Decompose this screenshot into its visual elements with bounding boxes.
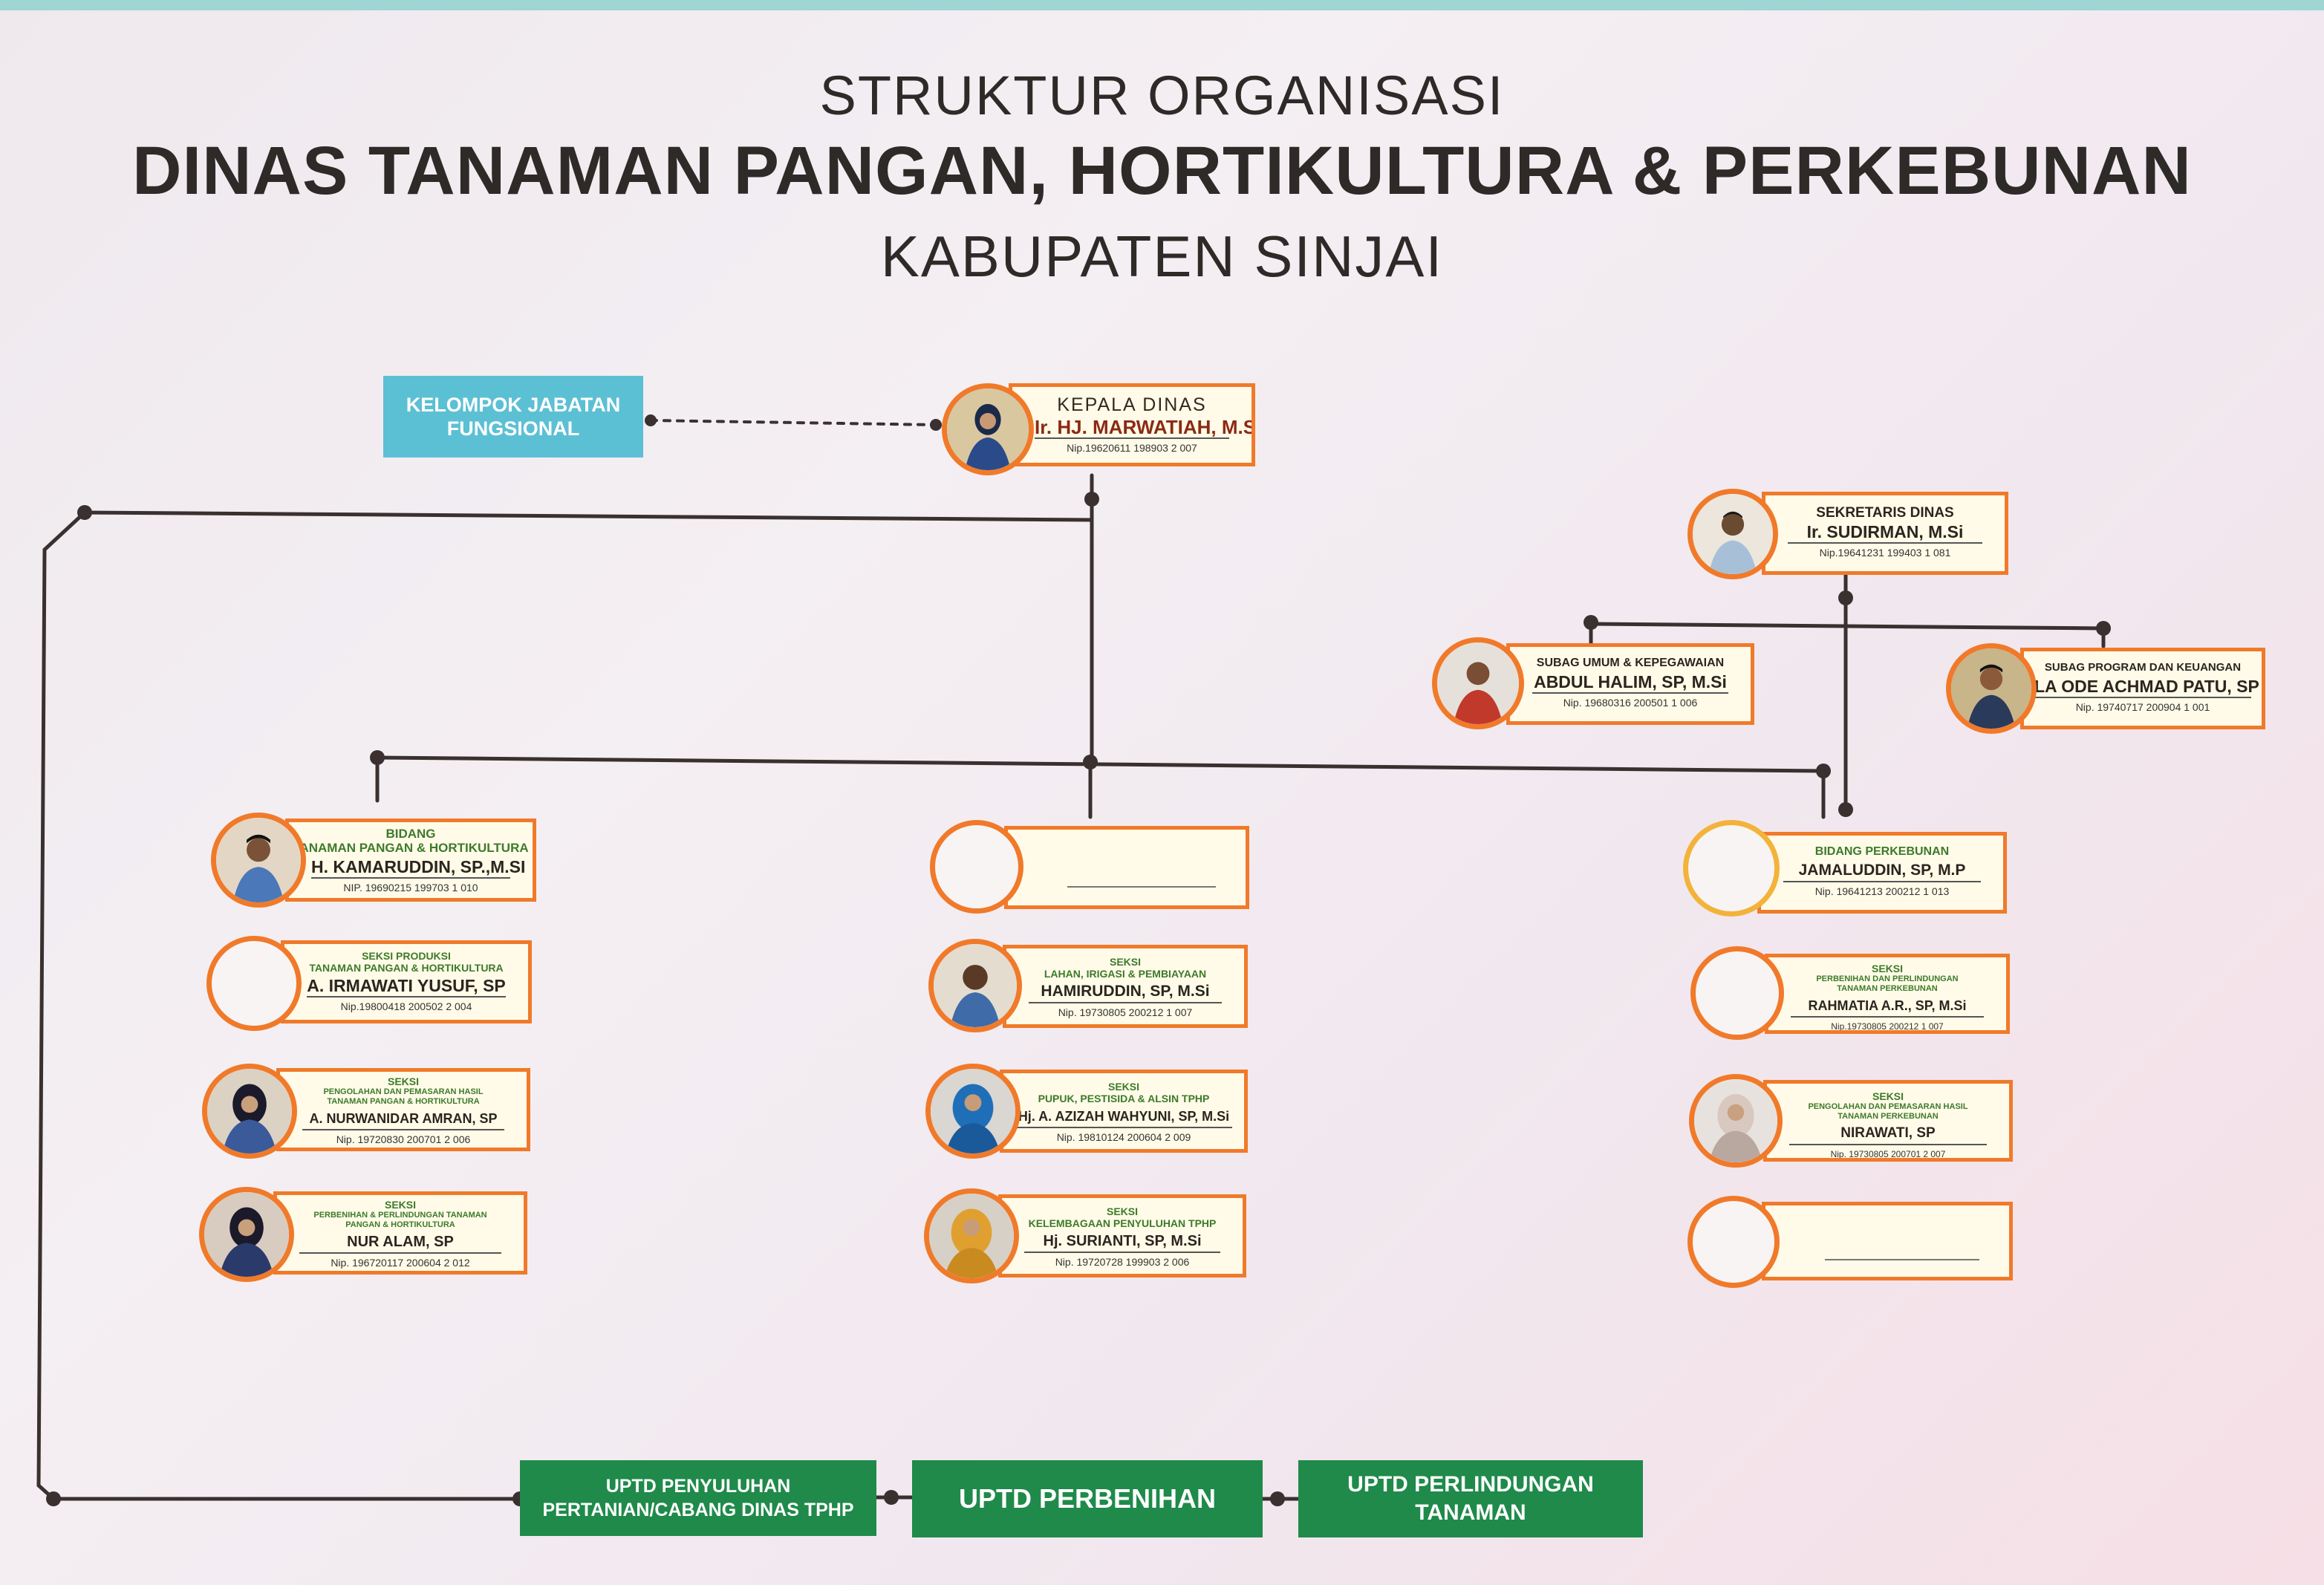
bidang-perkebunan-name: JAMALUDDIN, SP, M.P	[1783, 860, 1981, 882]
seksi-nip: Nip. 19720830 200701 2 006	[336, 1133, 471, 1145]
seksi-tengah-1-photo	[928, 939, 1022, 1032]
kepala-nip: Nip.19620611 198903 2 007	[1067, 442, 1197, 454]
seksi-role1: SEKSI	[1106, 1205, 1138, 1217]
seksi-role1: SEKSI	[1872, 1090, 1904, 1102]
bidang-tph-role1: BIDANG	[385, 827, 436, 841]
seksi-role2: KELEMBAGAAN PENYULUHAN TPHP	[1028, 1217, 1217, 1229]
seksi-role2: PENGOLAHAN DAN PEMASARAN HASIL TANAMAN P…	[1808, 1102, 1968, 1121]
seksi-role2: PENGOLAHAN DAN PEMASARAN HASIL TANAMAN P…	[323, 1087, 484, 1106]
seksi-role2: PERBENIHAN & PERLINDUNGAN TANAMAN PANGAN…	[313, 1211, 487, 1229]
seksi-role1: SEKSI	[1109, 956, 1141, 968]
blank-name-line	[1067, 886, 1216, 888]
seksi-perkebunan-1-photo-blank	[1690, 946, 1784, 1040]
bidang-tengah-photo-blank	[930, 820, 1023, 914]
kepala-name: Ir. HJ. MARWATIAH, M.SI	[1035, 416, 1255, 439]
seksi-name: A. IRMAWATI YUSUF, SP	[307, 975, 506, 997]
seksi-nip: Nip. 196720117 200604 2 012	[331, 1257, 470, 1269]
person-avatar-icon	[1437, 642, 1519, 724]
jabatan-line1: KELOMPOK JABATAN	[406, 394, 621, 416]
uptd-perlindungan-box: UPTD PERLINDUNGAN TANAMAN	[1298, 1460, 1643, 1537]
subag-umum-photo	[1432, 637, 1524, 729]
seksi-role1: SEKSI	[1871, 963, 1903, 974]
bidang-tph-name: H. KAMARUDDIN, SP.,M.SI	[311, 856, 525, 879]
subag-umum-name: ABDUL HALIM, SP, M.Si	[1532, 671, 1728, 694]
seksi-role1: SEKSI	[384, 1199, 416, 1211]
seksi-name: Hj. SURIANTI, SP, M.Si	[1024, 1231, 1220, 1253]
top-band	[0, 0, 2324, 10]
seksi-role2: PUPUK, PESTISIDA & ALSIN TPHP	[1038, 1093, 1210, 1104]
seksi-role1: SEKSI PRODUKSI	[362, 950, 451, 962]
seksi-name: RAHMATIA A.R., SP, M.Si	[1791, 995, 1984, 1018]
seksi-name: Hj. A. AZIZAH WAHYUNI, SP, M.Si	[1015, 1106, 1232, 1128]
seksi-role2: LAHAN, IRIGASI & PEMBIAYAAN	[1044, 968, 1207, 980]
seksi-name: NUR ALAM, SP	[299, 1231, 501, 1254]
uptd-penyuluhan-box: UPTD PENYULUHAN PERTANIAN/CABANG DINAS T…	[520, 1460, 876, 1536]
bidang-perkebunan-role: BIDANG PERKEBUNAN	[1814, 845, 1950, 858]
kepala-photo	[942, 383, 1034, 475]
sekretaris-photo	[1687, 489, 1778, 579]
person-avatar-icon	[1694, 1079, 1777, 1162]
blank-name-line	[1825, 1259, 1979, 1260]
person-avatar-icon	[929, 1194, 1014, 1278]
uptd-line2: PERTANIAN/CABANG DINAS TPHP	[542, 1500, 854, 1520]
seksi-perkebunan-2-photo	[1689, 1074, 1783, 1168]
seksi-tph-1-photo-blank	[206, 936, 302, 1031]
seksi-nip: Nip.19730805 200212 1 007	[1831, 1021, 1944, 1032]
seksi-nip: Nip.19800418 200502 2 004	[340, 1000, 472, 1012]
kepala-role: KEPALA DINAS	[1057, 394, 1207, 415]
uptd-line1: UPTD PERLINDUNGAN	[1347, 1472, 1594, 1497]
person-avatar-icon	[931, 1069, 1015, 1153]
seksi-nip: Nip. 19720728 199903 2 006	[1055, 1256, 1190, 1268]
seksi-role2: TANAMAN PANGAN & HORTIKULTURA	[309, 962, 504, 974]
subag-program-nip: Nip. 19740717 200904 1 001	[2075, 701, 2210, 713]
seksi-nip: Nip. 19730805 200701 2 007	[1830, 1149, 1946, 1159]
bidang-tph-nip: NIP. 19690215 199703 1 010	[343, 882, 478, 894]
person-avatar-icon	[207, 1069, 292, 1153]
seksi-tengah-3-photo	[924, 1188, 1019, 1283]
uptd-line2: TANAMAN	[1415, 1500, 1526, 1525]
seksi-role1: SEKSI	[387, 1075, 419, 1087]
bidang-tph-role2: TANAMAN PANGAN & HORTIKULTURA	[293, 841, 529, 855]
subag-umum-nip: Nip. 19680316 200501 1 006	[1563, 697, 1698, 709]
sekretaris-name: Ir. SUDIRMAN, M.Si	[1788, 521, 1982, 544]
subag-program-name: LA ODE ACHMAD PATU, SP	[2034, 676, 2259, 698]
bidang-perkebunan-nip: Nip. 19641213 200212 1 013	[1814, 885, 1950, 897]
person-avatar-icon	[216, 818, 301, 902]
seksi-name: A. NURWANIDAR AMRAN, SP	[302, 1108, 504, 1130]
chart-title-line1: STRUKTUR ORGANISASI	[819, 65, 1505, 126]
chart-title-line3: KABUPATEN SINJAI	[880, 224, 1444, 289]
seksi-nip: Nip. 19810124 200604 2 009	[1056, 1131, 1191, 1143]
seksi-role1: SEKSI	[1107, 1081, 1139, 1093]
bidang-tph-photo	[211, 813, 306, 908]
uptd-perbenihan-box: UPTD PERBENIHAN	[912, 1460, 1263, 1537]
seksi-name: HAMIRUDDIN, SP, M.Si	[1029, 981, 1222, 1003]
seksi-tengah-2-photo	[925, 1064, 1021, 1159]
seksi-name: NIRAWATI, SP	[1789, 1123, 1987, 1145]
person-avatar-icon	[934, 944, 1017, 1027]
jabatan-line2: FUNGSIONAL	[446, 417, 580, 440]
subag-umum-role: SUBAG UMUM & KEPEGAWAIAN	[1536, 657, 1725, 669]
person-avatar-icon	[1693, 494, 1773, 574]
subag-program-photo	[1946, 643, 2037, 734]
person-avatar-icon	[947, 388, 1029, 470]
seksi-nip: Nip. 19730805 200212 1 007	[1058, 1006, 1193, 1018]
sekretaris-nip: Nip.19641231 199403 1 081	[1819, 547, 1951, 559]
seksi-tph-3-photo	[199, 1187, 294, 1282]
bidang-perkebunan-photo-blank	[1683, 820, 1780, 917]
uptd-line1: UPTD PENYULUHAN	[605, 1476, 791, 1497]
sekretaris-role: SEKRETARIS DINAS	[1816, 505, 1954, 521]
person-avatar-icon	[204, 1192, 289, 1277]
seksi-role2: PERBENIHAN DAN PERLINDUNGAN TANAMAN PERK…	[1816, 974, 1959, 993]
seksi-perkebunan-3-photo-blank	[1687, 1196, 1780, 1288]
subag-program-role: SUBAG PROGRAM DAN KEUANGAN	[2044, 661, 2242, 674]
uptd-line1: UPTD PERBENIHAN	[958, 1483, 1217, 1514]
kelompok-jabatan-fungsional-box: KELOMPOK JABATAN FUNGSIONAL	[383, 376, 643, 458]
person-avatar-icon	[1951, 648, 2031, 729]
seksi-tph-2-photo	[202, 1064, 297, 1159]
chart-title-line2: DINAS TANAMAN PANGAN, HORTIKULTURA & PER…	[132, 133, 2192, 209]
